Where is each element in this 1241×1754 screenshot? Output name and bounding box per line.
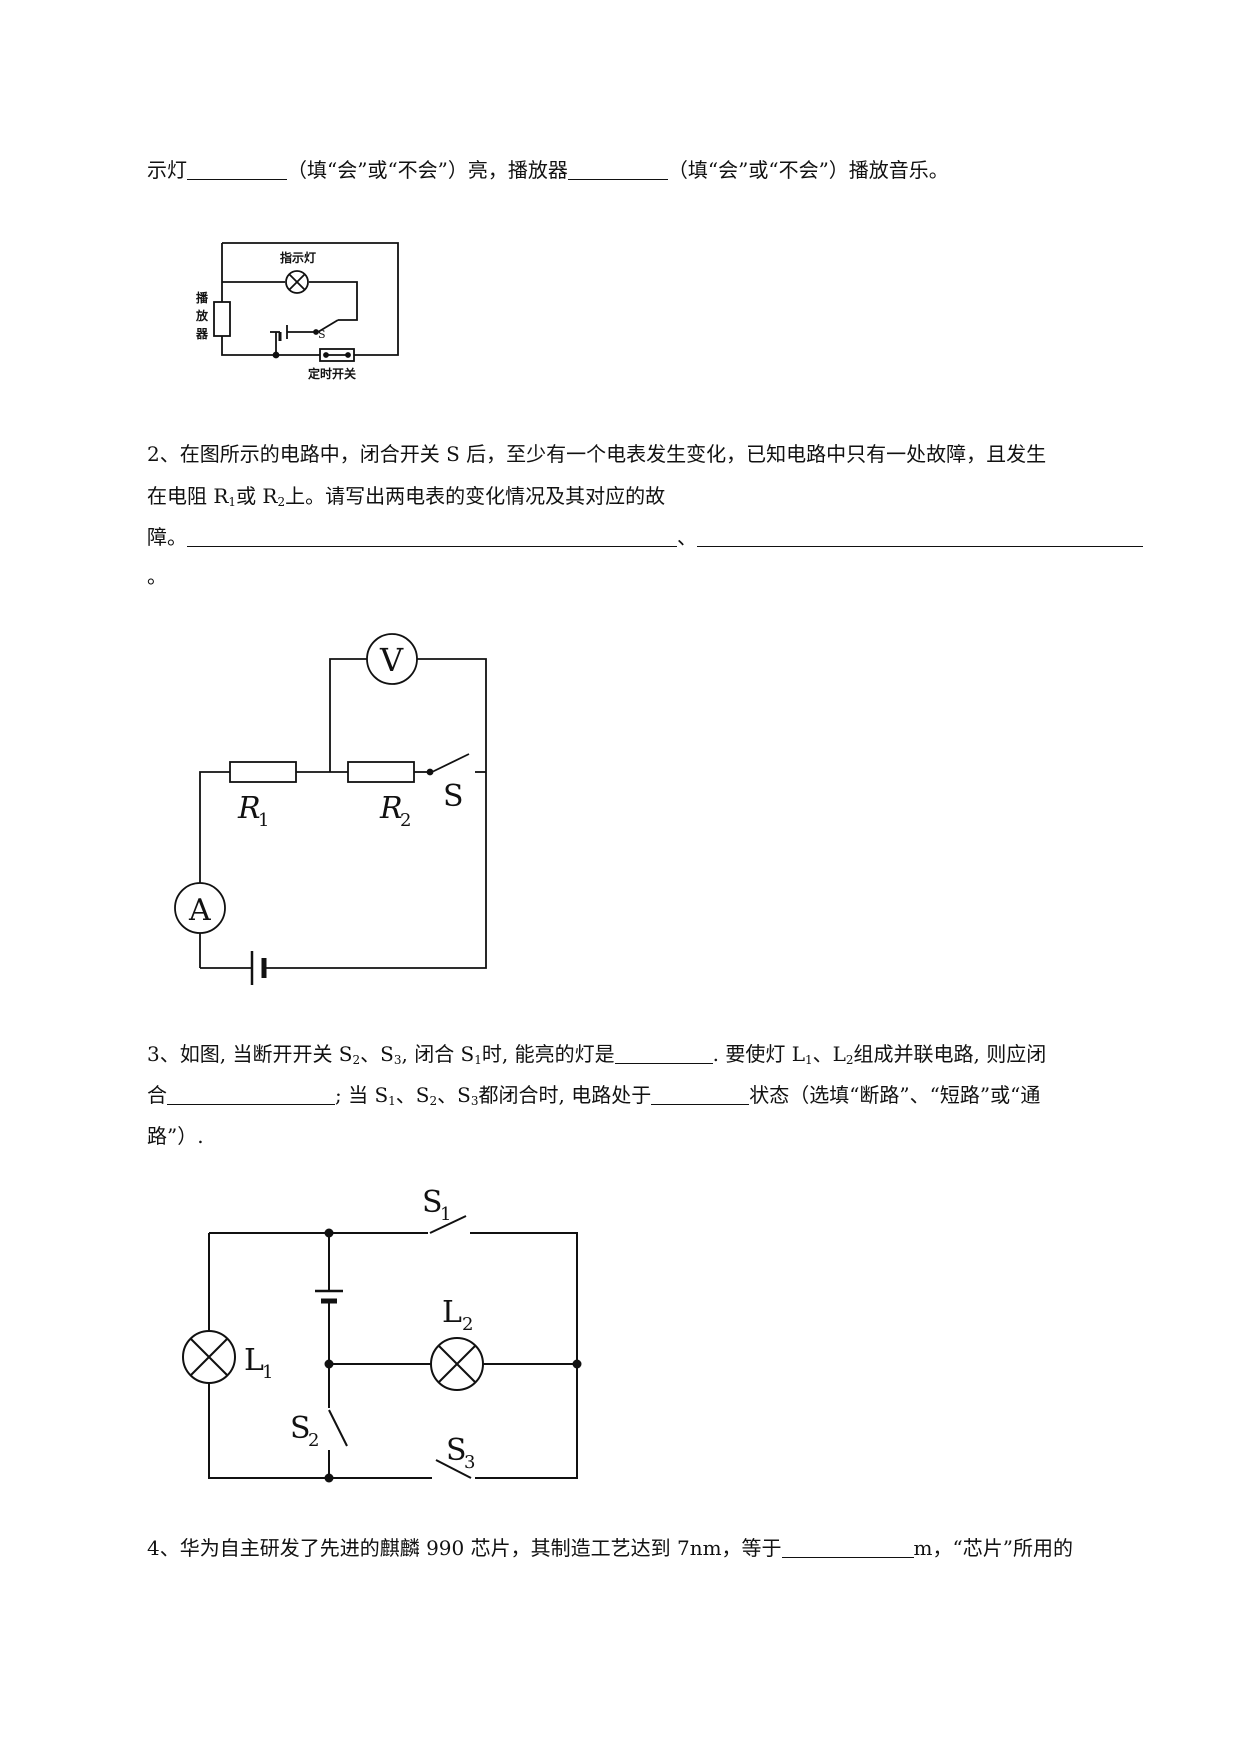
- q3-line-2: 合; 当 S1、S2、S3都闭合时, 电路处于状态（选填“断路”、“短路”或“通: [147, 1081, 1040, 1115]
- fig2-voltmeter-label: V: [379, 641, 404, 679]
- figure-3-junctions: [324, 1228, 582, 1483]
- q3-text-h: 合: [147, 1083, 167, 1107]
- q3-text-f: 、L: [812, 1042, 846, 1066]
- q2-line-4: 。: [147, 564, 167, 588]
- q2-sub-2: 2: [277, 495, 286, 509]
- fig3-s1-sub: 1: [440, 1204, 451, 1225]
- q2-text-d: 障。: [147, 525, 187, 549]
- q3-text-a: 3、如图, 当断开开关 S: [147, 1042, 353, 1066]
- q3-text-j: 、S: [395, 1083, 430, 1107]
- q3-line-1: 3、如图, 当断开开关 S2、S3, 闭合 S1时, 能亮的灯是. 要使灯 L1…: [147, 1040, 1046, 1074]
- q4-line-1: 4、华为自主研发了先进的麒麟 990 芯片，其制造工艺达到 7nm，等于 m，“芯…: [147, 1534, 1073, 1562]
- player-resistor: [213, 301, 231, 337]
- fig2-r2-label: R: [379, 791, 403, 826]
- q3-text-l: 都闭合时, 电路处于: [478, 1083, 652, 1107]
- q4-text-a: 4、华为自主研发了先进的麒麟 990 芯片，其制造工艺达到 7nm，等于: [147, 1536, 782, 1560]
- indicator-lamp-icon: [285, 270, 309, 294]
- q2-blank-1[interactable]: [187, 524, 677, 547]
- figure-2-circuit: [174, 633, 487, 985]
- q4-text-b: m，“芯片”所用的: [913, 1536, 1073, 1560]
- q1-blank-2[interactable]: [567, 157, 668, 180]
- q3-sub-b: 3: [393, 1053, 402, 1067]
- fig3-s3-sub: 3: [464, 1452, 475, 1473]
- fig3-l1-sub: 1: [262, 1362, 273, 1383]
- q2-line-1: 2、在图所示的电路中，闭合开关 S 后，至少有一个电表发生变化，已知电路中只有一…: [147, 442, 1047, 466]
- fig3-s1-label: S: [422, 1185, 443, 1220]
- q3-text-d: 时, 能亮的灯是: [481, 1042, 615, 1066]
- fig1-indicator-label: 指示灯: [280, 250, 316, 265]
- fig3-s3-label: S: [446, 1433, 467, 1468]
- q3-text-c: , 闭合 S: [401, 1042, 475, 1066]
- fig2-ammeter-label: A: [188, 893, 211, 928]
- q3-blank-1[interactable]: [614, 1041, 713, 1064]
- q3-text-k: 、S: [437, 1083, 471, 1107]
- q1-text-a: 示灯: [147, 158, 187, 182]
- fig1-player-label-2: 放: [195, 308, 209, 323]
- q3-sub-h: 3: [470, 1094, 479, 1108]
- q3-line-3: 路”）.: [147, 1124, 204, 1148]
- q3-text-b: 、S: [360, 1042, 394, 1066]
- q2-sub-1: 1: [228, 495, 237, 509]
- switch-s: [431, 753, 470, 773]
- q3-text-i: ; 当 S: [335, 1083, 389, 1107]
- q3-sub-f: 1: [388, 1094, 396, 1108]
- q1-text-c: （填“会”或“不会”）播放音乐。: [667, 158, 949, 182]
- q3-text-g: 组成并联电路, 则应闭: [853, 1042, 1047, 1066]
- fig3-s2-sub: 2: [308, 1430, 319, 1451]
- fig1-player-label-3: 器: [195, 327, 209, 341]
- fig2-r1-sub: 1: [258, 810, 269, 831]
- fig2-r2-sub: 2: [400, 810, 411, 831]
- q3-sub-e: 2: [845, 1053, 854, 1067]
- timer-switch-box: [319, 348, 355, 362]
- q2-text-e: 、: [677, 525, 697, 549]
- q2-text-a: 在电阻 R: [147, 484, 229, 508]
- q3-sub-g: 2: [429, 1094, 438, 1108]
- q3-blank-2[interactable]: [167, 1082, 335, 1105]
- figure-3-circuit: [182, 1215, 578, 1479]
- switch-s-lever: [317, 319, 339, 333]
- q3-sub-d: 1: [804, 1053, 813, 1067]
- q2-line-3: 障。 、: [147, 523, 1143, 551]
- fig3-l2-label: L: [442, 1295, 462, 1330]
- fig2-switch-label: S: [443, 779, 464, 814]
- q2-text-c: 上。请写出两电表的变化情况及其对应的故: [285, 484, 666, 508]
- q1-line-1: 示灯 （填“会”或“不会”）亮，播放器 （填“会”或“不会”）播放音乐。: [147, 156, 949, 184]
- q1-text-b: （填“会”或“不会”）亮，播放器: [287, 158, 568, 182]
- q2-line-2: 在电阻 R1或 R2上。请写出两电表的变化情况及其对应的故: [147, 482, 665, 516]
- q2-text-b: 或 R: [236, 484, 278, 508]
- fig3-l1-label: L: [244, 1343, 264, 1378]
- q4-blank-1[interactable]: [781, 1535, 914, 1558]
- q3-text-e: . 要使灯 L: [712, 1042, 805, 1066]
- fig3-l2-sub: 2: [462, 1314, 473, 1335]
- fig3-s2-label: S: [290, 1411, 311, 1446]
- fig2-r1-label: R: [237, 791, 261, 826]
- fig1-switch-label: S: [318, 328, 326, 341]
- resistor-r2: [347, 761, 415, 783]
- q1-blank-1[interactable]: [187, 157, 287, 180]
- fig1-timer-label: 定时开关: [308, 366, 356, 381]
- q3-sub-c: 1: [474, 1053, 482, 1067]
- q3-text-m: 状态（选填“断路”、“短路”或“通: [749, 1083, 1041, 1107]
- figure-1-circuit: [213, 242, 399, 362]
- switch-s1: [429, 1215, 467, 1234]
- q3-blank-3[interactable]: [651, 1082, 750, 1105]
- switch-s2: [328, 1409, 348, 1447]
- switch-s3: [435, 1459, 472, 1479]
- resistor-r1: [229, 761, 297, 783]
- q3-sub-a: 2: [352, 1053, 361, 1067]
- fig1-player-label-1: 播: [196, 290, 209, 305]
- q2-blank-2[interactable]: [697, 524, 1143, 547]
